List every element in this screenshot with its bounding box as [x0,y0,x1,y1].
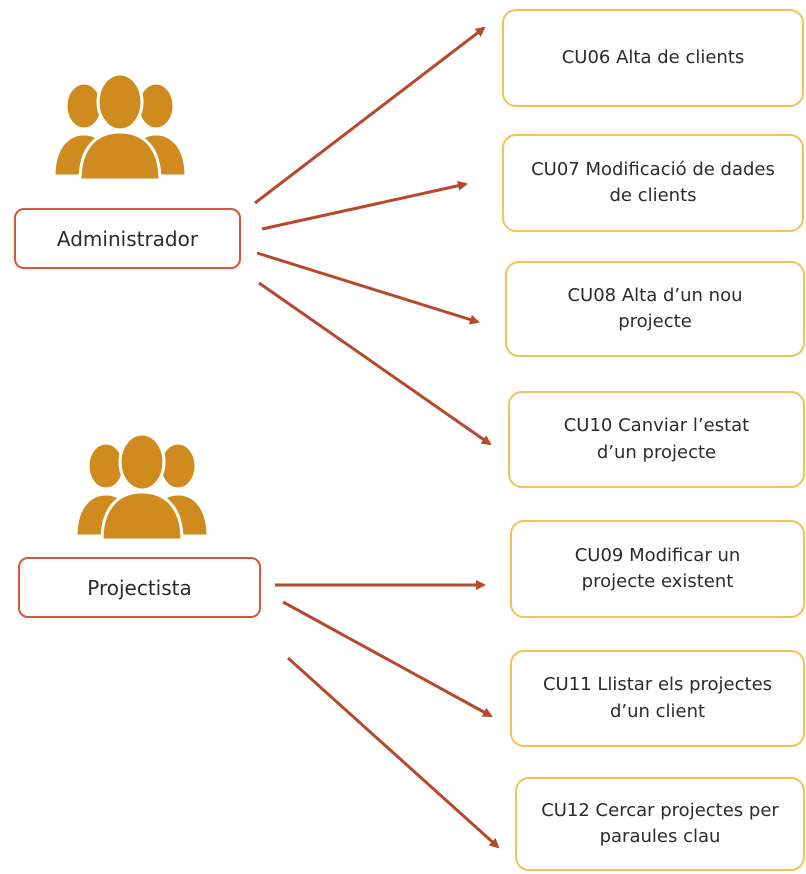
usecase-cu08-text: CU08 Alta d’un nou projecte [567,284,743,332]
arrow-administrador-cu10 [258,281,492,446]
usecase-cu06-text: CU06 Alta de clients [561,46,745,68]
users-group-icon [52,72,188,182]
actor-administrador-label: Administrador [14,208,241,269]
usecase-cu12: CU12 Cercar projectes per paraules clau [515,777,805,871]
actor-projectista-label: Projectista [18,557,261,618]
usecase-cu09: CU09 Modificar un projecte existent [510,520,805,618]
arrow-projectista-cu11 [282,600,493,718]
usecase-cu06: CU06 Alta de clients [502,9,804,107]
usecase-cu12-text: CU12 Cercar projectes per paraules clau [541,799,779,847]
usecase-cu10: CU10 Canviar l’estat d’un projecte [508,391,805,488]
arrow-administrador-cu06 [254,26,486,205]
usecase-cu08: CU08 Alta d’un nou projecte [505,261,805,357]
usecase-cu10-text: CU10 Canviar l’estat d’un projecte [563,415,750,463]
usecase-cu07-text: CU07 Modificació de dades de clients [531,158,775,206]
usecase-cu09-text: CU09 Modificar un projecte existent [574,544,741,592]
arrow-projectista-cu12 [286,656,500,849]
usecase-cu07: CU07 Modificació de dades de clients [502,134,804,232]
users-group-icon [74,432,210,542]
arrow-administrador-cu08 [256,251,480,325]
usecase-cu11: CU11 Llistar els projectes d’un client [510,650,805,747]
usecase-cu11-text: CU11 Llistar els projectes d’un client [542,674,773,722]
arrow-administrador-cu07 [261,180,468,231]
